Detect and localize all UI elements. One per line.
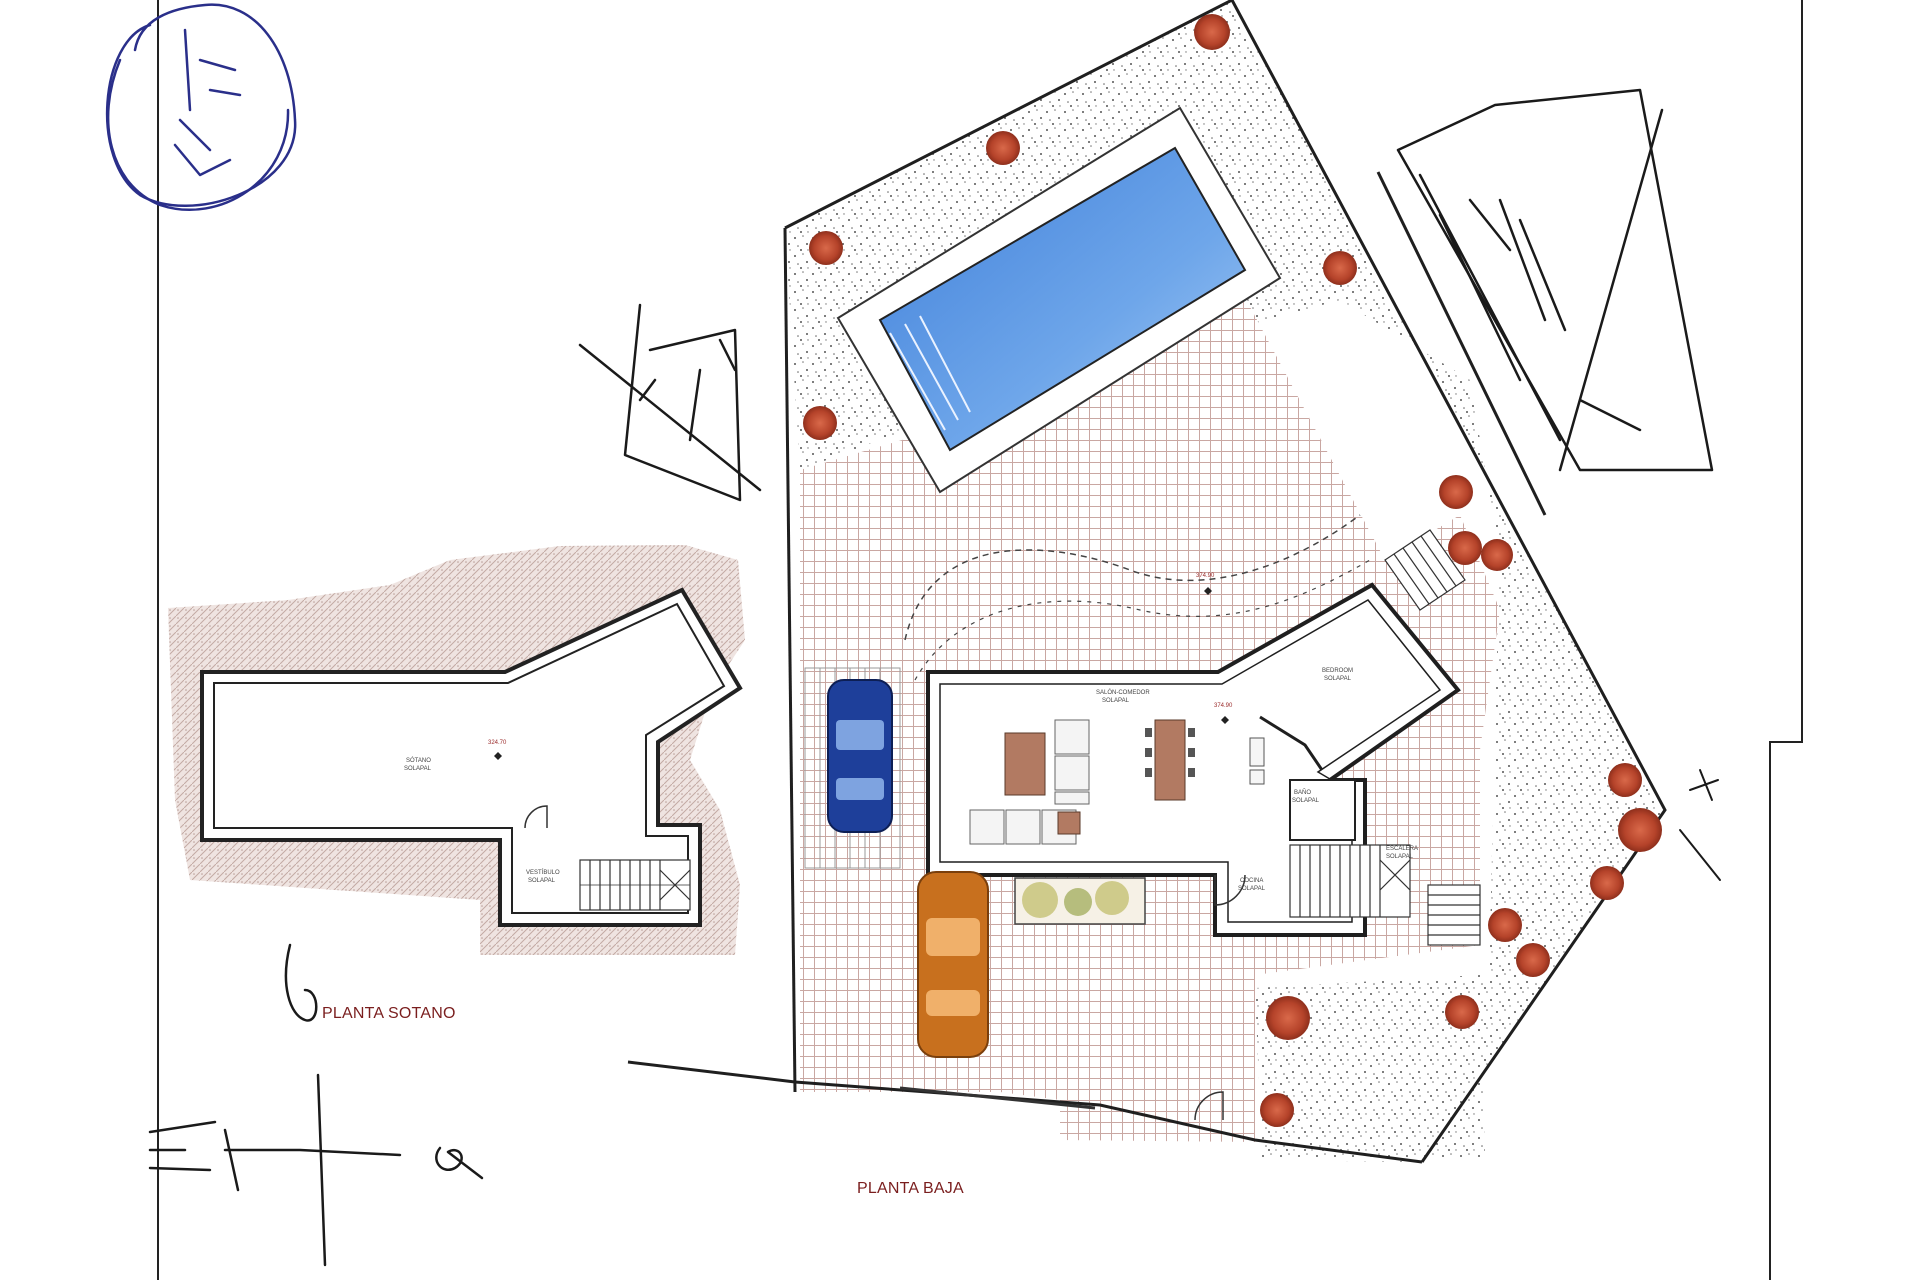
living-level: 374.90: [1214, 703, 1233, 709]
terrace-level-marker: [1204, 587, 1212, 595]
circled-initials-stamp: [105, 3, 297, 211]
stair-name: ESCALERA: [1386, 846, 1419, 852]
living-level-marker: [1221, 716, 1229, 724]
handwritten-annotations: [105, 3, 1721, 1267]
shrub: [1516, 943, 1550, 977]
sofa-set: [969, 719, 1090, 845]
basement-door-swing: [524, 805, 548, 829]
shrub: [809, 231, 843, 265]
bath-name: BAÑO: [1294, 790, 1312, 796]
shrub: [1481, 539, 1513, 571]
signature-right: [1396, 88, 1714, 472]
bedroom-floor: SOLAPAL: [1324, 676, 1351, 682]
basement-level-marker: [494, 752, 502, 760]
shrub: [1445, 995, 1479, 1029]
dining-table: [1145, 719, 1195, 801]
shrub: [1618, 808, 1662, 852]
bedroom-inner-wall: [1259, 715, 1324, 771]
basement-plan: [168, 545, 745, 955]
basement-level: 324.70: [488, 740, 507, 746]
blue-car: [827, 679, 893, 833]
kitchen-floor: SOLAPAL: [1238, 886, 1265, 892]
ground-plan: [627, 0, 1667, 1164]
entrance-gate: [899, 1086, 1224, 1121]
basement-walls: [200, 587, 743, 927]
bath-floor: SOLAPAL: [1292, 798, 1319, 804]
basement-stair: [579, 859, 691, 911]
rug: [1004, 732, 1046, 796]
plot-boundary: [627, 0, 1667, 1164]
kitchen-unit: [1249, 737, 1265, 785]
shrub: [986, 131, 1020, 165]
basement-hall-name: VESTÍBULO: [526, 870, 560, 876]
ground-plan-label: PLANTA BAJA: [857, 1180, 964, 1197]
sheet-frame: [157, 0, 1803, 1280]
stair-floor: SOLAPAL: [1386, 854, 1413, 860]
bath-block: [1289, 779, 1356, 841]
shrub: [1323, 251, 1357, 285]
planter: [1014, 877, 1146, 925]
basement-room-name: SÓTANO: [406, 758, 431, 764]
shrub: [1260, 1093, 1294, 1127]
shrub: [1488, 908, 1522, 942]
signature-bottom-left: [148, 943, 484, 1267]
shrub: [803, 406, 837, 440]
terrace-level: 374.90: [1196, 573, 1215, 579]
basement-hall-floor: SOLAPAL: [528, 878, 555, 884]
shrub: [1448, 531, 1482, 565]
lower-garden-gravel: [1255, 975, 1485, 1160]
pool-steps: [889, 315, 971, 431]
pool-water: [878, 146, 1247, 452]
orange-car: [917, 871, 989, 1058]
north-arrow-sketch: [1679, 769, 1721, 881]
entry-door-swing: [1214, 874, 1246, 906]
bedroom-name: BEDROOM: [1322, 668, 1354, 674]
side-table: [1057, 811, 1081, 835]
shrub: [1590, 866, 1624, 900]
shrub: [1194, 14, 1230, 50]
living-room-name: SALÓN-COMEDOR: [1096, 690, 1150, 696]
exterior-stair-top: [1384, 529, 1466, 611]
signature-left: [578, 303, 762, 502]
shrub: [1608, 763, 1642, 797]
shrub: [1439, 475, 1473, 509]
shrubs: [803, 14, 1662, 1127]
living-room-floor: SOLAPAL: [1102, 698, 1129, 704]
basement-plan-label: PLANTA SOTANO: [322, 1005, 456, 1022]
basement-room-floor: SOLAPAL: [404, 766, 431, 772]
swimming-pool: [836, 106, 1282, 494]
house-stair: [1289, 844, 1411, 918]
exterior-stair-side: [1427, 884, 1481, 946]
kitchen-name: COCINA: [1240, 878, 1264, 884]
shrub: [1266, 996, 1310, 1040]
house: [926, 582, 1461, 937]
